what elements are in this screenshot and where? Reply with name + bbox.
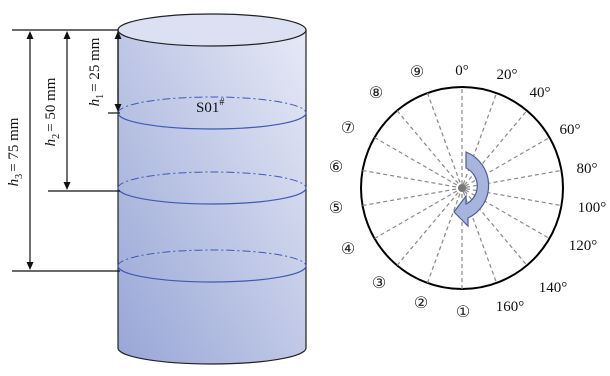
dimension-h2-label: h2= 50 mm: [43, 77, 62, 146]
circled-number-labels: ⑨ ⑧ ⑦ ⑥ ⑤ ④③ ② ①: [329, 64, 470, 321]
dimension-lines: [12, 29, 120, 272]
circled-number-label: ④: [341, 241, 355, 258]
center-point: [458, 184, 466, 192]
dimension-h3-label: h3= 75 mm: [6, 117, 25, 186]
rotation-arrow-icon: [453, 151, 490, 228]
measurement-circle-diagram: 0° 20° 40° 60° 80° 100° 120° 140° 160° ⑨ ⑧ ⑦ ⑥ ⑤ ④③ ② ①: [329, 63, 606, 321]
cylinder-body: [117, 29, 307, 365]
circled-number-label: ⑨: [410, 64, 424, 81]
sample-label: S01#: [196, 97, 224, 116]
cylinder-specimen: S01#: [117, 13, 307, 365]
circled-number-label: ⑤: [329, 200, 343, 217]
angle-label: 160°: [496, 299, 525, 315]
circled-number-label: ①: [456, 304, 470, 321]
angle-labels: 0° 20° 40° 60° 80° 100° 120° 140° 160°: [455, 63, 606, 315]
circled-number-label: ②: [414, 295, 428, 312]
circled-number-label: ③: [372, 275, 386, 292]
slice-plane-3: [117, 249, 307, 283]
cylinder-top: [117, 13, 307, 47]
angle-label: 120°: [569, 238, 598, 254]
dimension-h1-label: h1= 25 mm: [87, 37, 106, 106]
dimension-arrowheads: [26, 31, 122, 270]
slice-plane-2: [117, 171, 307, 205]
angle-label: 140°: [539, 280, 568, 296]
angle-label: 0°: [455, 63, 469, 79]
angle-label: 80°: [577, 161, 598, 177]
angle-label: 60°: [560, 122, 581, 138]
circled-number-label: ⑥: [329, 159, 343, 176]
circled-number-label: ⑧: [369, 85, 383, 102]
slice-plane-1: [117, 96, 307, 130]
circled-number-label: ⑦: [341, 120, 355, 137]
angle-label: 40°: [530, 85, 551, 101]
angle-label: 20°: [497, 67, 518, 83]
angle-label: 100°: [578, 200, 607, 216]
